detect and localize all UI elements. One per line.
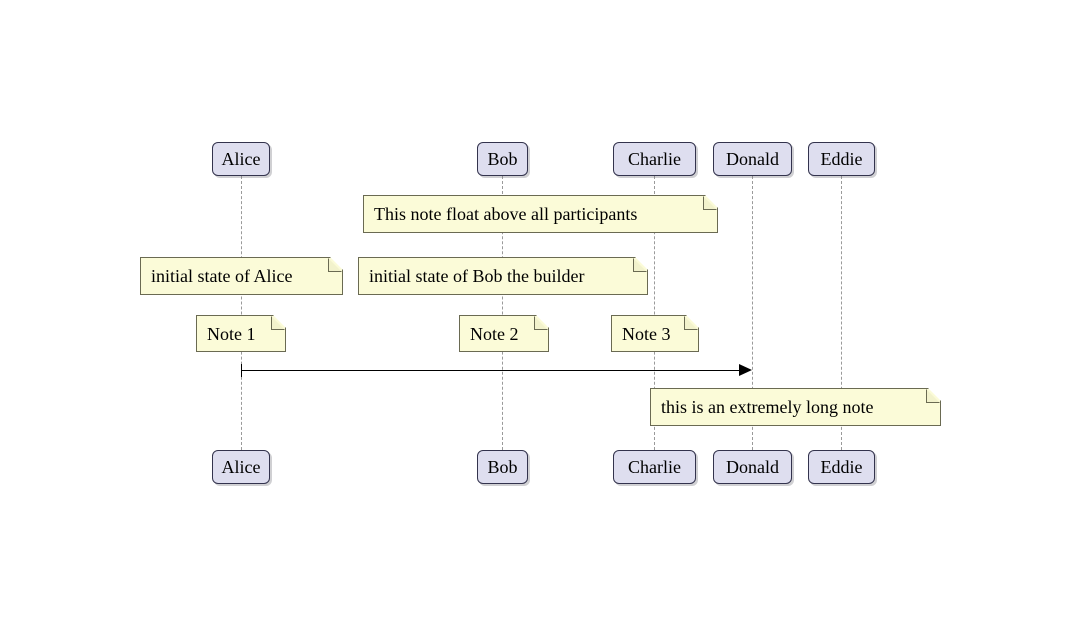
participant-bob-top[interactable]: Bob [477,142,528,176]
participant-charlie-top[interactable]: Charlie [613,142,696,176]
note-text: this is an extremely long note [661,397,874,417]
participant-eddie-bottom[interactable]: Eddie [808,450,875,484]
participant-charlie-bottom[interactable]: Charlie [613,450,696,484]
note-text: Note 3 [622,323,671,344]
participant-donald-top[interactable]: Donald [713,142,792,176]
note-text: initial state of Bob the builder [369,266,585,286]
note-initial-state-of-bob[interactable]: initial state of Bob the builder [358,257,648,295]
note-fold-corner-icon [633,258,647,272]
lifeline-alice [241,176,242,450]
participant-alice-bottom[interactable]: Alice [212,450,270,484]
participant-alice-top[interactable]: Alice [212,142,270,176]
lifeline-eddie [841,176,842,450]
participant-label: Bob [487,149,518,169]
message-arrowhead-icon [739,364,752,376]
participant-label: Charlie [628,149,681,169]
note-fold-corner-icon [703,196,717,210]
note-float-above-all-participants[interactable]: This note float above all participants [363,195,718,233]
lifeline-donald [752,176,753,450]
note-text: This note float above all participants [374,204,638,224]
note-fold-corner-icon [926,389,940,403]
note-3[interactable]: Note 3 [611,315,699,352]
participant-eddie-top[interactable]: Eddie [808,142,875,176]
note-text: Note 1 [207,323,256,344]
note-fold-corner-icon [271,316,285,330]
message-arrow-alice-to-donald[interactable] [241,370,739,371]
participant-donald-bottom[interactable]: Donald [713,450,792,484]
participant-label: Eddie [820,149,863,169]
note-extremely-long[interactable]: this is an extremely long note [650,388,941,426]
participant-label: Donald [726,457,779,477]
participant-label: Bob [487,457,518,477]
participant-label: Alice [221,457,261,477]
note-text: Note 2 [470,323,519,344]
participant-label: Eddie [820,457,863,477]
note-fold-corner-icon [534,316,548,330]
lifeline-charlie [654,176,655,450]
note-fold-corner-icon [684,316,698,330]
participant-label: Alice [221,149,261,169]
note-2[interactable]: Note 2 [459,315,549,352]
note-initial-state-of-alice[interactable]: initial state of Alice [140,257,343,295]
participant-label: Donald [726,149,779,169]
participant-label: Charlie [628,457,681,477]
note-1[interactable]: Note 1 [196,315,286,352]
note-fold-corner-icon [328,258,342,272]
lifeline-bob [502,176,503,450]
note-text: initial state of Alice [151,266,293,286]
participant-bob-bottom[interactable]: Bob [477,450,528,484]
